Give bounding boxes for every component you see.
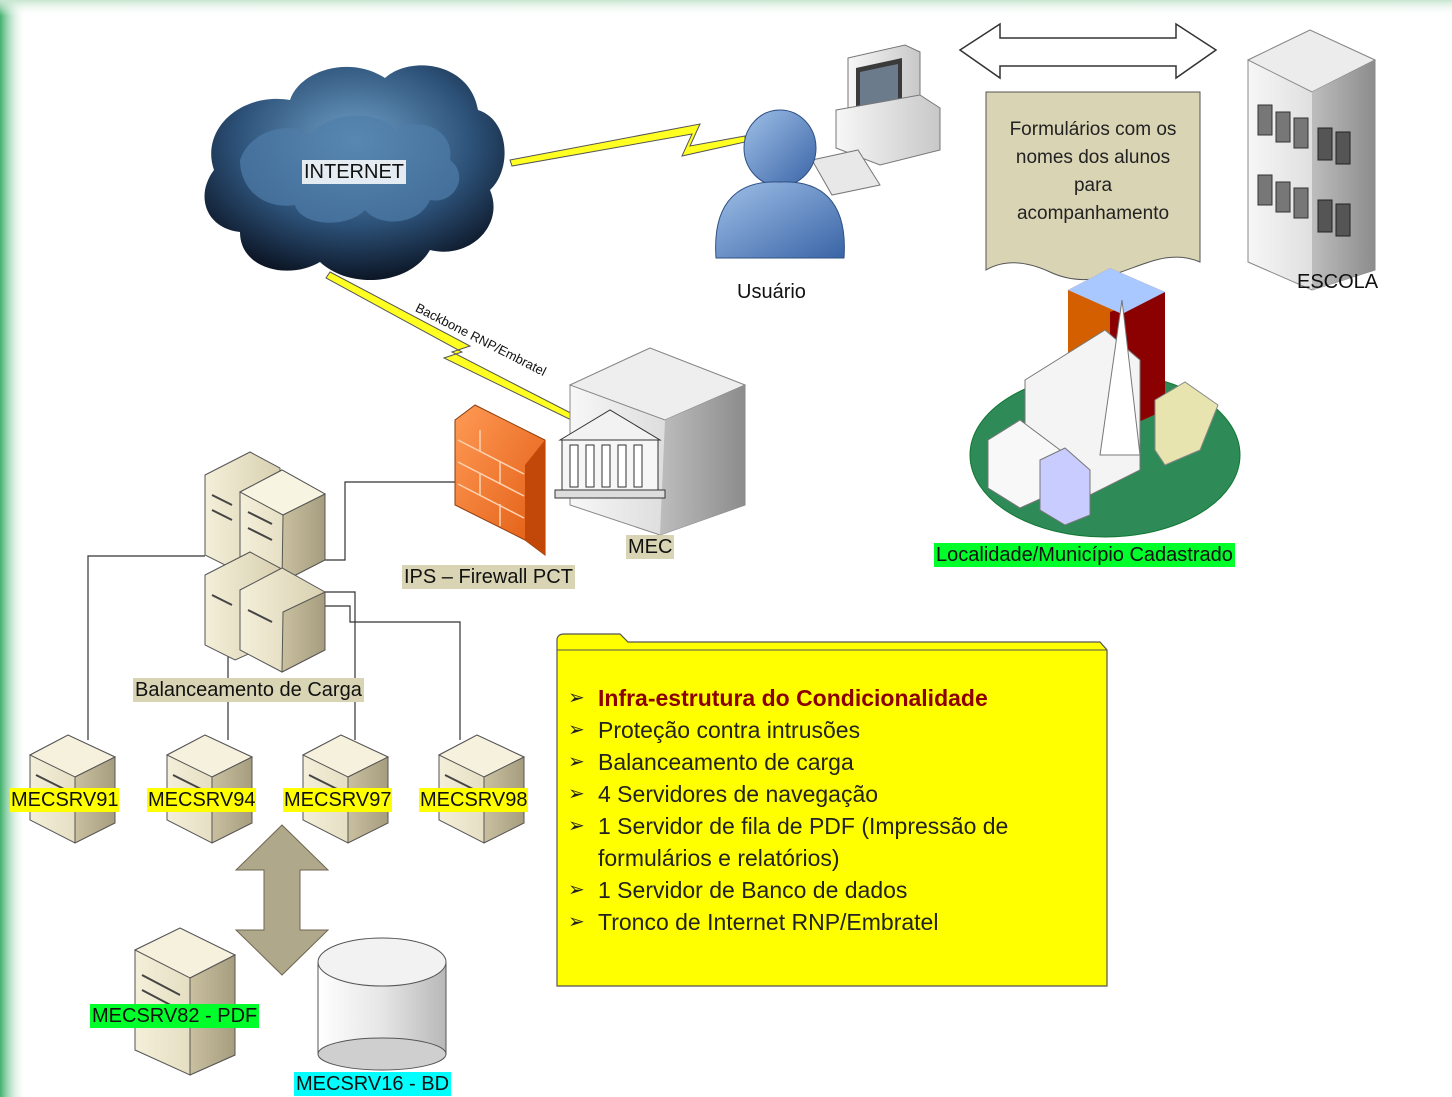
list-item: ➢Tronco de Internet RNP/Embratel (566, 906, 1086, 938)
server-label-97: MECSRV97 (283, 788, 393, 812)
firewall-icon (454, 404, 546, 556)
document-line: para (1073, 175, 1113, 196)
bullet-arrow-icon: ➢ (568, 751, 585, 773)
info-panel: ➢Infra-estrutura do Condicionalidade ➢Pr… (566, 682, 1086, 938)
list-item: ➢4 Servidores de navegação (566, 778, 1086, 810)
user-icon (715, 109, 845, 259)
server-icon (133, 927, 237, 1076)
bullet-arrow-icon: ➢ (568, 783, 585, 805)
server-label-bd: MECSRV16 - BD (294, 1072, 452, 1096)
usuario-label: Usuário (737, 281, 806, 303)
list-item: ➢Balanceamento de carga (566, 746, 1086, 778)
bullet-arrow-icon: ➢ (568, 911, 585, 933)
bullet-arrow-icon: ➢ (568, 719, 585, 741)
mec-label: MEC (626, 535, 675, 559)
town-icon (969, 268, 1241, 538)
load-balancer-servers (204, 451, 327, 673)
server-label-98: MECSRV98 (419, 788, 529, 812)
server-label-pdf: MECSRV82 - PDF (90, 1004, 260, 1028)
balanceamento-label: Balanceamento de Carga (133, 678, 364, 702)
escola-label: ESCOLA (1297, 271, 1379, 293)
info-panel-shape (556, 633, 1108, 987)
server-label-91: MECSRV91 (10, 788, 120, 812)
bullet-arrow-icon: ➢ (568, 687, 585, 709)
list-item: ➢1 Servidor de fila de PDF (Impressão de… (566, 810, 1086, 874)
server-label-94: MECSRV94 (147, 788, 257, 812)
bullet-arrow-icon: ➢ (568, 815, 585, 837)
double-arrow-icon (958, 22, 1218, 80)
database-icon (317, 937, 447, 1071)
firewall-label: IPS – Firewall PCT (402, 565, 575, 589)
info-list: ➢Infra-estrutura do Condicionalidade ➢Pr… (566, 682, 1086, 938)
document-line: Formulários com os (1009, 119, 1177, 140)
localidade-label: Localidade/Município Cadastrado (934, 543, 1235, 567)
school-building-icon (1246, 29, 1377, 291)
document-text: Formulários com os nomes dos alunos para… (986, 116, 1200, 228)
computer-icon (811, 44, 941, 196)
list-item: ➢Proteção contra intrusões (566, 714, 1086, 746)
bullet-arrow-icon: ➢ (568, 879, 585, 901)
document-line: nomes dos alunos (1015, 147, 1171, 168)
double-arrow-vertical-icon (234, 824, 330, 976)
list-item: ➢Infra-estrutura do Condicionalidade (566, 682, 1086, 714)
document-line: acompanhamento (1016, 203, 1170, 224)
document-shape (985, 91, 1201, 281)
internet-label: INTERNET (302, 160, 406, 184)
government-building-icon (554, 347, 747, 536)
list-item: ➢1 Servidor de Banco de dados (566, 874, 1086, 906)
